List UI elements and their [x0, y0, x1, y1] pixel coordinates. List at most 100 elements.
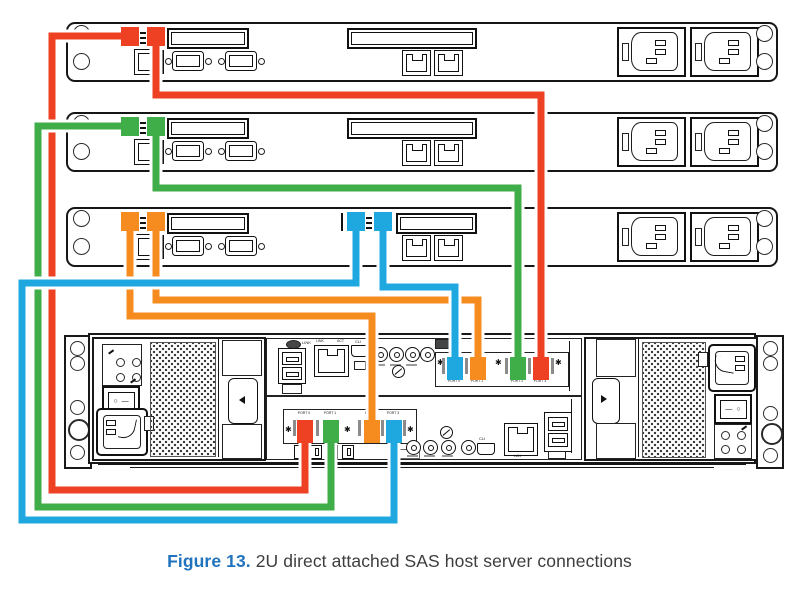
mounting-hole	[70, 400, 85, 415]
port-label: PORT 2	[510, 379, 524, 383]
port-bar	[528, 358, 531, 374]
port-bar	[403, 420, 406, 436]
bracket-line	[162, 50, 164, 74]
lan-ethernet-port	[504, 423, 538, 456]
usb-symbol-icon	[354, 361, 366, 370]
psu-divider-line	[638, 339, 640, 457]
lan-label: LAN	[514, 454, 521, 458]
power-inlet-icon	[617, 117, 686, 167]
inlet-latch	[698, 352, 708, 367]
power-inlet-icon	[617, 27, 686, 77]
controller-edge-line	[571, 399, 573, 453]
mounting-hole	[73, 210, 90, 227]
controller-edge-line	[569, 341, 571, 391]
slot-mark	[449, 340, 452, 350]
sideband-connector	[294, 445, 306, 459]
jack-label-text	[442, 455, 453, 457]
management-ethernet-port	[314, 345, 349, 377]
port-bar	[442, 358, 445, 374]
ethernet-port	[402, 50, 431, 76]
port-label: PORT 3	[533, 379, 547, 383]
thumbscrew-icon	[440, 426, 453, 439]
psu-vent-grille	[642, 342, 706, 458]
screw-hole	[258, 58, 265, 65]
figure-caption: Figure 13. 2U direct attached SAS host s…	[0, 551, 799, 572]
psu-release-handle	[228, 378, 258, 424]
switch-on-glyph: —	[121, 397, 129, 405]
cli-label: CLI	[479, 436, 486, 441]
usb-ports	[278, 348, 306, 384]
mounting-hole	[756, 115, 773, 132]
power-switch-icon: —○	[714, 394, 752, 424]
figure-caption-text: 2U direct attached SAS host server conne…	[255, 551, 632, 571]
psu-power-inlet-icon	[96, 408, 148, 456]
bracket-line	[341, 213, 343, 231]
ethernet-port	[434, 50, 463, 76]
port-label: PORT 1	[470, 379, 484, 383]
ethernet-port	[434, 140, 463, 166]
port-label: PORT 1	[323, 411, 337, 415]
usb-ports	[544, 412, 572, 452]
card-slot	[167, 28, 249, 49]
psu-power-inlet-icon	[708, 344, 756, 392]
screw-hole	[205, 243, 212, 250]
mounting-hole	[756, 238, 773, 255]
mounting-hole	[756, 53, 773, 70]
port-divider-dash	[366, 227, 372, 230]
psu-led-panel	[102, 344, 142, 386]
screw-star-icon: ✱	[495, 358, 502, 367]
port-divider-dash	[140, 222, 146, 225]
psu-release-handle	[592, 378, 620, 424]
port-divider-dash	[140, 227, 146, 230]
mounting-hole	[70, 341, 85, 356]
cli-label: CLI	[355, 339, 362, 344]
switch-off-glyph: ○	[113, 397, 118, 405]
card-slot	[167, 213, 249, 234]
port-bar	[465, 358, 468, 374]
aux-port	[548, 451, 566, 459]
slot-mark	[455, 340, 458, 350]
rj45-port	[134, 48, 161, 75]
mounting-hole	[73, 238, 90, 255]
mounting-hole	[763, 406, 778, 421]
rj45-port	[134, 233, 161, 260]
sideband-connector	[326, 445, 338, 459]
port-label: PORT 2	[364, 411, 378, 415]
dsub-connector	[225, 141, 257, 161]
ethernet-port	[402, 235, 431, 261]
host-server-3	[66, 207, 778, 267]
port-label: PORT 0	[447, 379, 461, 383]
port-divider-dash	[140, 37, 146, 40]
jack-label-text	[424, 455, 435, 457]
dsub-connector	[225, 236, 257, 256]
power-inlet-icon	[690, 117, 759, 167]
chassis-rail-line	[130, 467, 714, 468]
psu-rail	[596, 339, 636, 377]
aux-port	[282, 384, 302, 394]
mounting-hole	[73, 115, 90, 132]
screw-star-icon: ✱	[407, 425, 414, 434]
figure-caption-label: Figure 13.	[167, 551, 251, 571]
power-inlet-icon	[617, 212, 686, 262]
raid-controller-a: LINK LINK ACT CLI ✓ ✱ ✱ ✱ PORT 0 PO	[266, 338, 582, 396]
port-label: PORT 3	[386, 411, 400, 415]
port-bar	[551, 358, 554, 374]
port-bar	[358, 420, 361, 436]
expansion-jack	[461, 440, 476, 455]
screw-hole	[218, 148, 225, 155]
mounting-hole	[68, 419, 90, 441]
psu-divider-line	[218, 339, 220, 457]
expansion-jack	[423, 440, 438, 455]
expansion-jack	[389, 347, 404, 362]
port-divider-dash	[140, 132, 146, 135]
dsub-connector	[172, 236, 204, 256]
link-label: LINK	[316, 339, 324, 343]
cli-mini-usb-port	[477, 443, 495, 455]
port-divider-dash	[140, 122, 146, 125]
port-divider-dash	[140, 42, 146, 45]
mounting-hole	[756, 210, 773, 227]
expansion-jack	[420, 347, 435, 362]
port-divider-dash	[366, 217, 372, 220]
psu-rail	[222, 340, 262, 376]
psu-vent-grille	[150, 342, 216, 457]
